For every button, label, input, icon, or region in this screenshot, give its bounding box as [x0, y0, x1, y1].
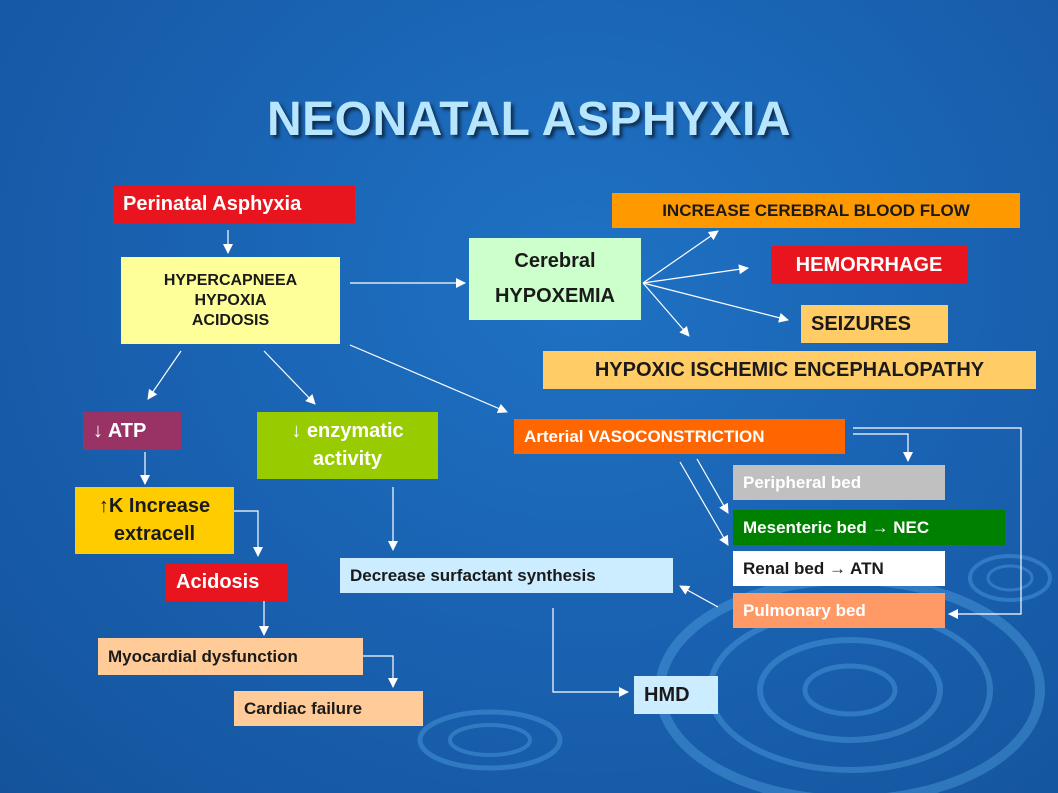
atp-label: ↓ ATP — [93, 419, 147, 442]
cardiac-failure-box: Cardiac failure — [234, 691, 423, 726]
arrow-myocardial-to-cardiac — [363, 655, 398, 688]
decrease-surfactant-box: Decrease surfactant synthesis — [340, 558, 673, 593]
decrease-surfactant-label: Decrease surfactant synthesis — [350, 565, 596, 585]
arrow-cerebral-to-increase-cbf — [642, 230, 719, 284]
hie-label: HYPOXIC ISCHEMIC ENCEPHALOPATHY — [594, 358, 985, 381]
myocardial-dysfunction-box: Myocardial dysfunction — [98, 638, 363, 675]
mesenteric-bed-label: Mesenteric bed → NEC — [743, 517, 930, 537]
hypoxia-label: HYPOXIA — [194, 291, 267, 309]
perinatal-asphyxia-label: Perinatal Asphyxia — [123, 193, 302, 215]
arrow-vaso-to-peripheral — [853, 433, 913, 462]
arrow-vaso-to-pulmonary — [853, 427, 1022, 619]
acidosis-label: ACIDOSIS — [191, 311, 270, 329]
hmd-label: HMD — [644, 683, 690, 706]
cardiac-failure-label: Cardiac failure — [244, 698, 363, 718]
extracell-label: extracell — [113, 523, 196, 545]
cerebral-label: Cerebral — [514, 250, 596, 272]
k-increase-label: ↑K Increase — [98, 495, 211, 517]
hemorrhage-box: HEMORRHAGE — [771, 246, 967, 284]
arrow-cerebral-to-hie — [642, 282, 690, 337]
arrow-pulmonary-to-surfactant — [679, 585, 719, 608]
mesenteric-bed-box: Mesenteric bed → NEC — [733, 510, 1005, 545]
acidosis-box-label: Acidosis — [176, 571, 260, 593]
increase-cerebral-blood-flow-box: INCREASE CEREBRAL BLOOD FLOW — [612, 193, 1020, 228]
myocardial-dysfunction-label: Myocardial dysfunction — [108, 646, 298, 666]
arrow-hypercapnea-to-vasoconstriction — [349, 344, 508, 414]
renal-bed-label: Renal bed → ATN — [743, 558, 884, 578]
arrow-hypercapnea-to-atp — [147, 350, 182, 400]
atp-box: ↓ ATP — [83, 412, 181, 450]
pulmonary-bed-box: Pulmonary bed — [733, 593, 945, 628]
increase-cerebral-blood-flow-label: INCREASE CEREBRAL BLOOD FLOW — [662, 200, 970, 220]
arrow-cerebral-to-hemorrhage — [642, 264, 749, 284]
renal-bed-box: Renal bed → ATN — [733, 551, 945, 586]
arrow-vaso-to-mesenteric — [696, 458, 729, 514]
arrow-hypercapnea-to-enzymatic — [263, 350, 316, 405]
seizures-box: SEIZURES — [801, 305, 948, 343]
hmd-box: HMD — [634, 676, 718, 714]
peripheral-bed-box: Peripheral bed — [733, 465, 945, 500]
arrow-cerebral-to-seizures — [642, 282, 789, 323]
vasoconstriction-box: Arterial VASOCONSTRICTION — [514, 419, 845, 454]
pulmonary-bed-label: Pulmonary bed — [743, 600, 866, 620]
arrow-vaso-to-renal — [679, 461, 729, 546]
peripheral-bed-label: Peripheral bed — [743, 472, 862, 492]
seizures-label: SEIZURES — [811, 312, 912, 335]
slide-title: NEONATAL ASPHYXIA — [266, 93, 792, 146]
enzymatic-activity-box: ↓ enzymatic activity — [257, 412, 438, 479]
hie-box: HYPOXIC ISCHEMIC ENCEPHALOPATHY — [543, 351, 1036, 389]
arrow-surfactant-to-hmd — [552, 608, 629, 697]
vasoconstriction-label: Arterial VASOCONSTRICTION — [524, 426, 765, 446]
hypercapnea-label: HYPERCAPNEEA — [163, 271, 298, 289]
k-increase-box: ↑K Increase extracell — [75, 487, 234, 554]
hypoxemia-label: HYPOXEMIA — [494, 285, 616, 307]
enzymatic-label: ↓ enzymatic — [291, 420, 404, 442]
arrow-k-increase-to-acidosis — [234, 510, 263, 557]
acidosis-box: Acidosis — [166, 564, 287, 601]
cerebral-hypoxemia-box: Cerebral HYPOXEMIA — [469, 238, 641, 320]
activity-label: activity — [313, 448, 382, 470]
hemorrhage-label: HEMORRHAGE — [795, 253, 943, 276]
hypercapnea-box: HYPERCAPNEEA HYPOXIA ACIDOSIS — [121, 257, 340, 344]
perinatal-asphyxia-box: Perinatal Asphyxia — [113, 186, 355, 223]
